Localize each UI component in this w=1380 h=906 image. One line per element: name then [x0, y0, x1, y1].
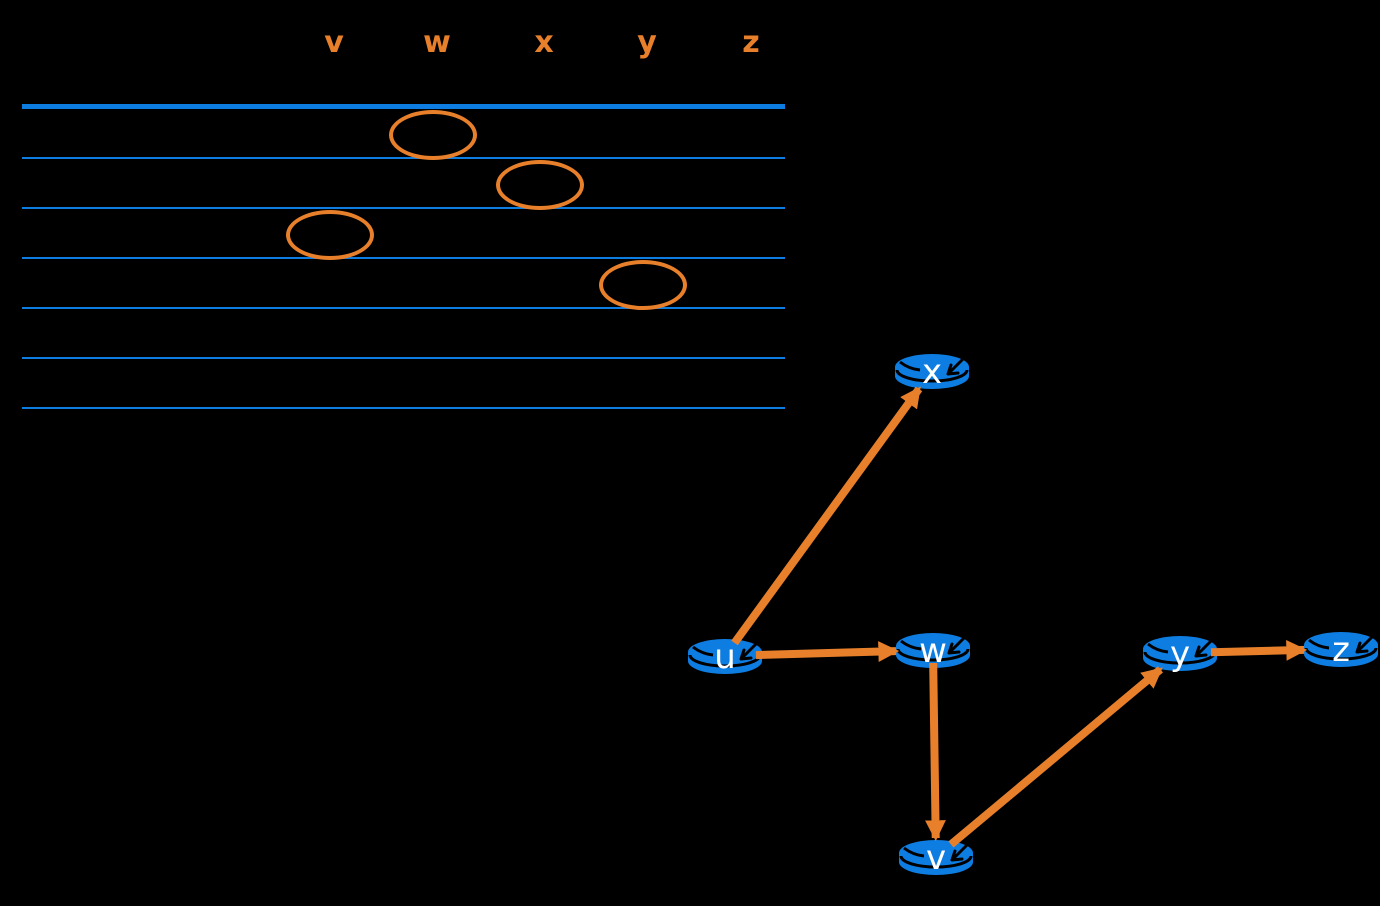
table-rule	[22, 307, 785, 309]
router-label-y: y	[1170, 634, 1190, 674]
router-arc-mark-icon	[903, 846, 925, 858]
router-front-edge	[1143, 651, 1217, 665]
circled-cell-w-row1	[389, 110, 477, 160]
table-rule	[22, 157, 785, 159]
router-z: z	[1304, 630, 1378, 670]
router-front-edge	[896, 648, 970, 662]
router-label-x: x	[922, 352, 942, 392]
router-front-edge	[899, 855, 973, 869]
router-label-v: v	[926, 838, 946, 878]
column-header-z: z	[742, 25, 760, 60]
router-arrow-mark-icon	[946, 357, 965, 376]
edge-arrow-u-w	[755, 641, 900, 662]
router-x: x	[895, 352, 969, 392]
circled-cell-x-row2	[496, 160, 584, 210]
edge-arrow-w-v	[925, 662, 946, 842]
router-arc-mark-icon	[692, 645, 714, 657]
router-arc-mark-icon	[1147, 642, 1169, 654]
router-label-z: z	[1332, 630, 1350, 670]
router-arrow-mark-icon	[950, 843, 969, 862]
router-arrow-mark-icon	[1355, 635, 1374, 654]
table-rule	[22, 257, 785, 259]
table-rule	[22, 357, 785, 359]
router-arc-mark-icon	[1308, 638, 1330, 650]
routing-steps-table: v w x y z	[0, 0, 800, 430]
column-header-y: y	[637, 25, 657, 60]
column-header-w: w	[423, 25, 451, 60]
router-arrow-mark-icon	[947, 636, 966, 655]
router-v: v	[899, 838, 973, 878]
circled-cell-v-row3	[286, 210, 374, 260]
router-y: y	[1143, 634, 1217, 674]
router-front-edge	[1304, 647, 1378, 661]
table-rule	[22, 207, 785, 209]
column-header-v: v	[324, 25, 344, 60]
router-label-u: u	[714, 637, 736, 677]
edge-arrow-u-x	[731, 386, 923, 646]
router-arrow-mark-icon	[1194, 639, 1213, 658]
table-rule-top	[22, 104, 785, 109]
router-u: u	[688, 637, 762, 677]
router-arc-mark-icon	[899, 360, 921, 372]
table-rule	[22, 407, 785, 409]
router-front-edge	[895, 369, 969, 383]
circled-cell-y-row4	[599, 260, 687, 310]
router-arc-mark-icon	[900, 639, 922, 651]
router-arrow-mark-icon	[739, 642, 758, 661]
edge-arrow-y-z	[1210, 639, 1308, 661]
router-front-edge	[688, 654, 762, 668]
column-header-x: x	[534, 25, 554, 60]
edge-arrow-v-y	[948, 666, 1163, 848]
router-w: w	[896, 631, 970, 671]
